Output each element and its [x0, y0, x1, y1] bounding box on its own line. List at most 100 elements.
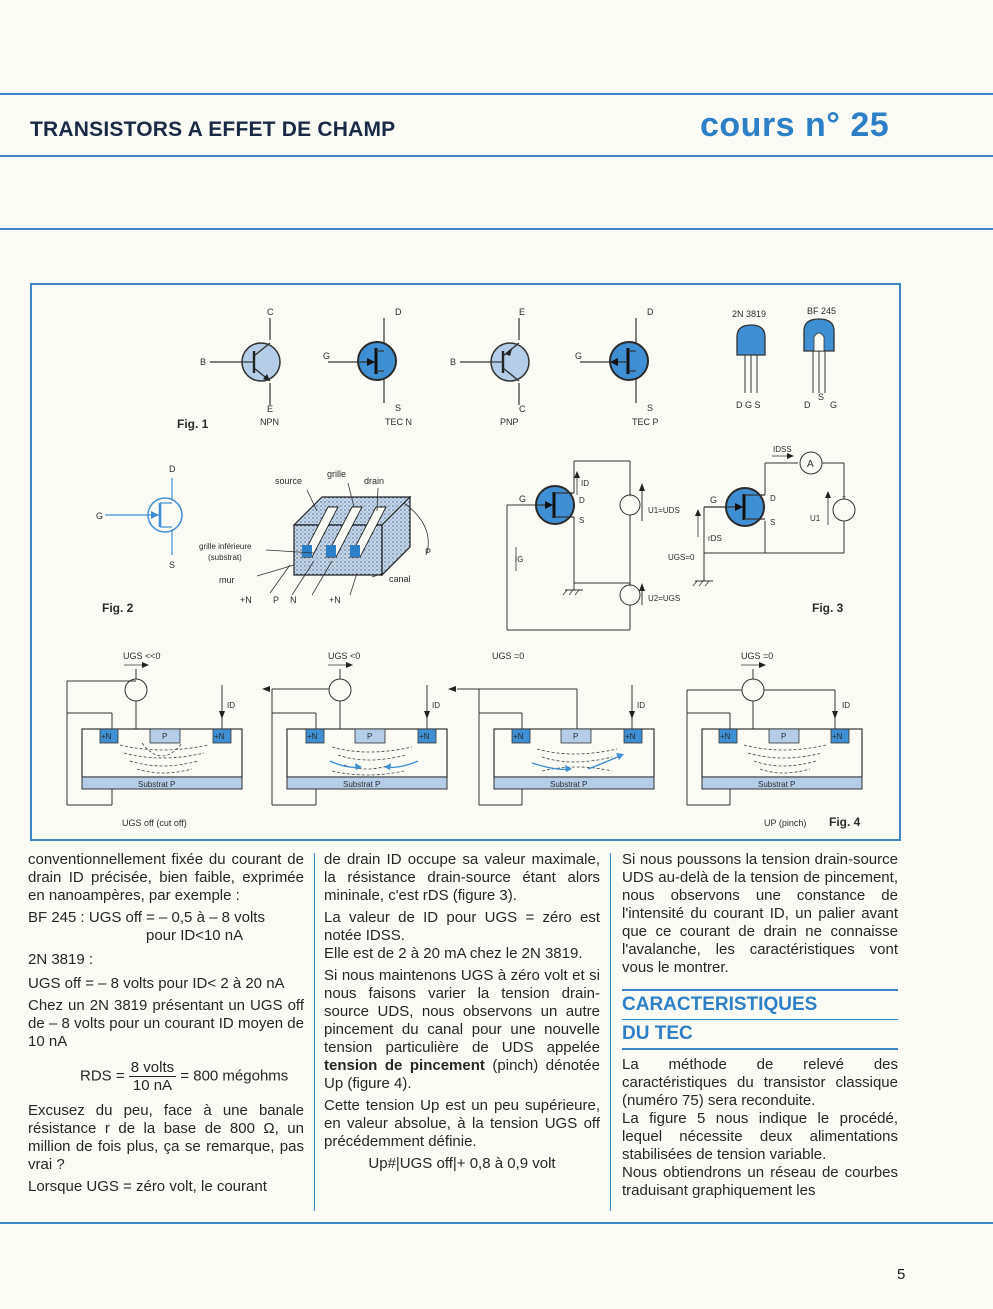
tecn-name: TEC N: [385, 417, 412, 427]
col1-bf245-line-2: pour ID<10 nA: [146, 927, 244, 944]
fig3-ammeter: A: [807, 459, 814, 470]
fig2-symbol: D G S: [96, 464, 183, 570]
col1-paragraph-1: conventionnellement fixée du courant de …: [28, 851, 304, 904]
col1-bf245-line-1: BF 245 : UGS off = – 0,5 à – 8 volts: [28, 909, 265, 926]
fig2-nplus-right: +N: [329, 595, 341, 605]
fet-structure-drawing: source grille drain grille inférieure (s…: [199, 469, 431, 605]
fig4-panel-1: UGS <<0 +N P +N Substrat P ID: [66, 651, 243, 806]
fig3-label: Fig. 3: [812, 601, 844, 615]
figures-svg: C B E NPN Fig. 1 D G S TEC N E B C PNP: [66, 306, 863, 829]
fig4-panel-3: UGS =0 +N P +N Substrat P ID: [448, 651, 655, 806]
pkg2-name: BF 245: [807, 306, 836, 316]
header-rule-top: [0, 93, 993, 95]
section-rule-bottom: [622, 1048, 898, 1050]
page-number: 5: [897, 1266, 906, 1283]
col2-formula: Up#|UGS off|+ 0,8 à 0,9 volt: [368, 1155, 556, 1172]
header-rule-lower: [0, 228, 993, 230]
pkg2-pin-g: G: [830, 400, 837, 410]
pnp-label-c: C: [519, 404, 526, 414]
text-column-1: conventionnellement fixée du courant de …: [28, 851, 304, 1200]
col2-paragraph-2: La valeur de ID pour UGS = zéro est noté…: [324, 909, 600, 944]
pkg1-pins: D G S: [736, 400, 761, 410]
fig4-p1-nplus-l: +N: [101, 732, 112, 741]
svg-text:+: +: [628, 582, 632, 589]
package-bf245: BF 245 D S G: [803, 306, 837, 410]
fig4-cutoff: UGS off (cut off): [122, 818, 187, 828]
fig4-p3-nplus-r: +N: [625, 732, 636, 741]
rds-numerator: 8 volts: [128, 1059, 177, 1077]
col3-paragraph-2: La méthode de relevé des caractéristique…: [622, 1055, 898, 1109]
section-title-line-1: CARACTERISTIQUES: [622, 993, 818, 1015]
text-column-2: de drain ID occupe sa valeur maximale, l…: [324, 851, 600, 1177]
col2-paragraph-1: de drain ID occupe sa valeur maximale, l…: [324, 851, 600, 904]
tecn-label-g: G: [323, 351, 330, 361]
npn-label-b: B: [200, 357, 206, 367]
npn-transistor-symbol: C B E NPN: [200, 307, 281, 427]
fig2-mur: mur: [219, 575, 235, 585]
fig4-p1-substrat: Substrat P: [138, 780, 175, 789]
col2-paragraph-5: Cette tension Up est un peu supérieure, …: [324, 1097, 600, 1150]
fig2-label-d: D: [169, 464, 176, 474]
svg-text:+: +: [842, 494, 846, 501]
col1-2n3819-head: 2N 3819 :: [28, 951, 94, 968]
tecp-label-d: D: [647, 307, 654, 317]
fig4-p3-p: P: [573, 732, 578, 741]
fig2-label: Fig. 2: [102, 601, 134, 615]
tec-p-symbol: D G S TEC P: [575, 307, 659, 427]
fig3-d2: D: [770, 494, 776, 503]
col2-paragraph-3: Elle est de 2 à 20 mA chez le 2N 3819.: [324, 945, 583, 962]
fig4-p2-p: P: [367, 732, 372, 741]
section-rule-top: [622, 989, 898, 991]
chapter-title: TRANSISTORS A EFFET DE CHAMP: [30, 118, 396, 141]
col1-paragraph-4: Lorsque UGS = zéro volt, le courant: [28, 1178, 267, 1195]
fig4-panel-4: UGS =0 +N P +N Substrat P ID: [686, 651, 863, 806]
fig4-p3-id: ID: [637, 701, 645, 710]
rds-result: = 800 mégohms: [180, 1067, 289, 1085]
col2-p4-end: (pinch) dénotée Up (figure 4).: [324, 1057, 600, 1092]
npn-label-e: E: [267, 404, 273, 414]
fig3-idss: IDSS: [773, 445, 792, 454]
fig2-source: source: [275, 476, 302, 486]
fig3-id: ID: [581, 479, 589, 488]
course-number: cours n° 25: [700, 106, 890, 144]
col1-paragraph-3: Excusez du peu, face à une banale résist…: [28, 1102, 304, 1173]
npn-label-c: C: [267, 307, 274, 317]
fig4-p4-nplus-r: +N: [832, 732, 843, 741]
column-separator-2: [610, 853, 611, 1211]
fig3-ig: IG: [515, 555, 523, 564]
fig4-label: Fig. 4: [829, 815, 861, 829]
fig3-u1uds: U1=UDS: [648, 506, 680, 515]
fig3-u2ugs: U2=UGS: [648, 594, 680, 603]
fig4-p4-substrat: Substrat P: [758, 780, 795, 789]
fig4-p4-nplus-l: +N: [720, 732, 731, 741]
fig4-p2-substrat: Substrat P: [343, 780, 380, 789]
rds-fraction: 8 volts 10 nA: [128, 1059, 177, 1094]
col2-p4-bold: tension de pincement: [324, 1057, 485, 1074]
figure-box: C B E NPN Fig. 1 D G S TEC N E B C PNP: [30, 283, 901, 841]
fig4-p1-id: ID: [227, 701, 235, 710]
fig4-p4-p: P: [781, 732, 786, 741]
tecn-label-s: S: [395, 403, 401, 413]
col3-paragraph-4: Nous obtiendrons un réseau de courbes tr…: [622, 1163, 898, 1199]
package-2n3819: 2N 3819 D G S: [732, 309, 766, 410]
fig3-s2: S: [770, 518, 775, 527]
fig2-label-g: G: [96, 511, 103, 521]
fig4-pinch: UP (pinch): [764, 818, 806, 828]
fig3-u1: U1: [810, 514, 821, 523]
fig2-p: P: [425, 547, 431, 557]
pnp-label-e: E: [519, 307, 525, 317]
fig4-p4-ugs: UGS =0: [741, 651, 773, 661]
pnp-label-b: B: [450, 357, 456, 367]
fig4-p2-id: ID: [432, 701, 440, 710]
pkg1-name: 2N 3819: [732, 309, 766, 319]
fig3-circuit-left: + + G D S ID IG U1=UDS: [506, 460, 695, 631]
pnp-transistor-symbol: E B C PNP: [450, 307, 530, 427]
fig4-p2-nplus-l: +N: [307, 732, 318, 741]
pnp-name: PNP: [500, 417, 519, 427]
header-rule-bottom: [0, 155, 993, 157]
column-separator-1: [314, 853, 315, 1211]
col3-paragraph-3: La figure 5 nous indique le procédé, leq…: [622, 1109, 898, 1163]
tecn-label-d: D: [395, 307, 402, 317]
fig4-p1-ugs: UGS <<0: [123, 651, 161, 661]
rds-denominator: 10 nA: [132, 1077, 173, 1094]
